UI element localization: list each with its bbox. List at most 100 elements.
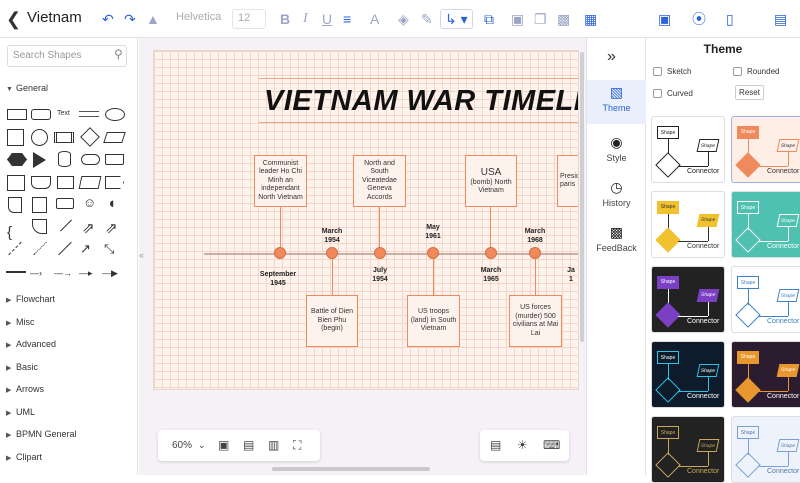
underline-icon[interactable]: U (322, 11, 333, 27)
filled-arrow-shape[interactable]: —▸ (79, 268, 93, 278)
copy-style-icon[interactable]: ❐ (534, 11, 547, 27)
present-icon[interactable]: ▤ (774, 11, 788, 27)
search-icon[interactable]: ⚲ (114, 47, 123, 61)
timeline-dot[interactable] (529, 247, 541, 259)
cylinder-shape[interactable] (58, 151, 71, 167)
step-shape[interactable] (105, 176, 124, 189)
nav-feedback[interactable]: ▩ FeedBack (587, 220, 646, 264)
category-basic[interactable]: ▶Basic (6, 362, 39, 372)
ellipse-shape[interactable] (105, 108, 125, 121)
theme-card-light-blue[interactable]: Shape Shape Connector (731, 416, 800, 483)
font-size-select[interactable]: 12 (232, 9, 266, 29)
card-shape[interactable] (57, 176, 74, 189)
actual-size-icon[interactable]: ▥ (268, 438, 280, 452)
timeline-axis[interactable] (204, 253, 578, 255)
connector-style-icon[interactable]: ↳ ▾ (440, 9, 473, 29)
triangle-shape[interactable] (33, 152, 46, 168)
theme-card-yellow[interactable]: Shape Shape Connector (651, 191, 725, 258)
note-shape[interactable] (8, 197, 22, 213)
zoom-select[interactable]: 60% (172, 440, 193, 451)
line-arrow-shape[interactable]: ↗ (80, 241, 91, 256)
document-title[interactable]: Vietnam (27, 9, 82, 26)
category-flowchart[interactable]: ▶Flowchart (6, 294, 56, 304)
or-shape[interactable]: ◖ (107, 195, 117, 212)
delay-shape[interactable] (32, 219, 47, 234)
diamond-shape[interactable] (80, 127, 100, 147)
event-box-mai-lai[interactable]: US forces (murder) 500 civilians at Mai … (509, 295, 562, 347)
theme-card-orange-dark[interactable]: Shape Shape Connector (731, 341, 800, 408)
lock-icon[interactable]: ▩ (557, 11, 571, 27)
arrange-icon[interactable]: ⧉ (484, 11, 494, 27)
event-box-geneva-accords[interactable]: North and South Viceatedae Geneva Accord… (353, 155, 406, 207)
actor-shape[interactable]: ☺ (83, 195, 97, 210)
theme-card-blue-outline[interactable]: Shape Shape Connector (731, 266, 800, 333)
parallelogram-shape[interactable] (103, 132, 126, 143)
data-shape[interactable] (78, 176, 102, 189)
redo-icon[interactable]: ↷ (124, 11, 136, 27)
theme-card-classic[interactable]: Shape Shape Connector (651, 116, 725, 183)
horizontal-scrollbar[interactable] (272, 467, 430, 471)
undo-icon[interactable]: ↶ (102, 11, 114, 27)
theme-card-teal[interactable]: Shape Shape Connector (731, 191, 800, 258)
bidirectional-arrow-shape[interactable]: ⤡ (104, 241, 115, 256)
theme-card-cyan-dark[interactable]: Shape Shape Connector (651, 341, 725, 408)
fit-page-icon[interactable]: ▣ (218, 438, 230, 452)
double-chevron-right-icon[interactable]: » (607, 48, 616, 65)
timeline-dot[interactable] (274, 247, 286, 259)
save-icon[interactable]: ▣ (658, 11, 672, 27)
thick-line-shape[interactable] (6, 271, 26, 273)
square-shape[interactable] (7, 129, 24, 146)
event-box-usa-bomb[interactable]: USA (bomb) North Vietnam (465, 155, 517, 207)
open-arrow-shape[interactable]: —→ (54, 268, 72, 278)
theme-card-orange[interactable]: Shape Shape Connector (731, 116, 800, 183)
timeline-dot[interactable] (374, 247, 386, 259)
table-icon[interactable]: ▦ (584, 11, 598, 27)
theme-card-gold-dark[interactable]: Shape Shape Connector (651, 416, 725, 483)
rounded-rectangle-shape[interactable] (31, 109, 51, 120)
arrow-shape[interactable]: ⇗ (105, 220, 118, 237)
rounded-checkbox[interactable]: Rounded (733, 67, 779, 77)
event-box-president-paris[interactable]: Presid (b) paris (557, 155, 578, 207)
search-shapes-input[interactable]: Search Shapes (7, 45, 127, 67)
block-arrow-shape[interactable]: —▶ (102, 268, 118, 278)
theme-card-purple-dark[interactable]: Shape Shape Connector (651, 266, 725, 333)
theme-mode-icon[interactable]: ☀ (517, 438, 528, 452)
category-clipart[interactable]: ▶Clipart (6, 452, 43, 462)
heading-shape[interactable] (79, 111, 99, 117)
font-color-icon[interactable]: A (370, 11, 380, 27)
category-general[interactable]: ▼General (6, 83, 49, 93)
category-uml[interactable]: ▶UML (6, 407, 36, 417)
rectangle-shape[interactable] (7, 109, 27, 120)
timeline-title[interactable]: VIETNAM WAR TIMELIN (264, 85, 579, 117)
process-shape[interactable] (54, 132, 74, 143)
export-icon[interactable]: ▯ (726, 11, 734, 27)
align-icon[interactable]: ≡ (343, 11, 352, 27)
solid-line-shape[interactable] (58, 241, 72, 256)
share-icon[interactable]: ⦿ (692, 11, 706, 27)
format-painter-icon[interactable]: ▲ (146, 11, 160, 27)
group-icon[interactable]: ▣ (511, 11, 525, 27)
bold-icon[interactable]: B (280, 11, 291, 27)
category-misc[interactable]: ▶Misc (6, 317, 35, 327)
timeline-dot[interactable] (427, 247, 439, 259)
event-box-ho-chi-minh[interactable]: Communist leader Ho Chi Minh an independ… (254, 155, 307, 207)
thin-arrow-shape[interactable]: —› (30, 268, 42, 278)
collapse-left-icon[interactable]: « (139, 250, 145, 260)
dashed-line-shape[interactable] (8, 241, 22, 256)
image-icon[interactable]: ▤ (490, 438, 502, 452)
tape-shape[interactable] (105, 154, 124, 165)
diagram-page[interactable]: VIETNAM WAR TIMELIN Communist leader Ho … (153, 50, 579, 390)
event-box-us-troops[interactable]: US troops (land) in South Vietnam (407, 295, 460, 347)
italic-icon[interactable]: I (303, 11, 308, 26)
folded-shape[interactable] (32, 197, 47, 213)
keyboard-icon[interactable]: ⌨ (543, 438, 561, 452)
chevron-left-icon[interactable]: ❮ (6, 9, 22, 29)
dotted-line-shape[interactable] (33, 241, 47, 256)
chevron-down-icon[interactable]: ⌄ (198, 440, 206, 450)
font-family-select[interactable]: Helvetica (176, 11, 222, 23)
